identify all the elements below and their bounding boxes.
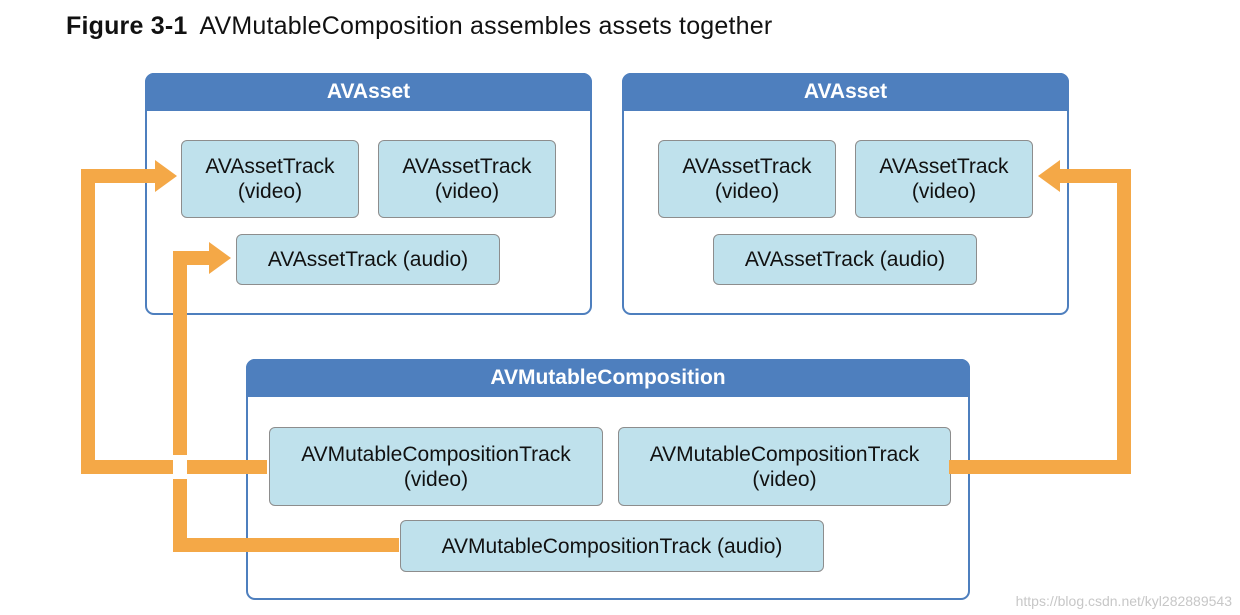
composition-video-track-1: AVMutableCompositionTrack (video) <box>269 427 603 506</box>
track-label-line1: AVAssetTrack (audio) <box>267 248 469 271</box>
arrow-head-video-left <box>155 160 177 192</box>
asset-group-left: AVAsset AVAssetTrack (video) AVAssetTrac… <box>145 73 592 315</box>
asset-group-right: AVAsset AVAssetTrack (video) AVAssetTrac… <box>622 73 1069 315</box>
asset-right-audio-track: AVAssetTrack (audio) <box>713 234 977 285</box>
arrow-video-right-line <box>949 169 1131 474</box>
arrow-head-audio <box>209 242 231 274</box>
composition-audio-track: AVMutableCompositionTrack (audio) <box>400 520 824 572</box>
asset-right-header: AVAsset <box>622 73 1069 111</box>
track-label-line1: AVMutableCompositionTrack <box>649 442 920 466</box>
track-label-line1: AVMutableCompositionTrack (audio) <box>441 534 783 558</box>
watermark: https://blog.csdn.net/kyl282889543 <box>1015 593 1232 609</box>
asset-right-video-track-1: AVAssetTrack (video) <box>658 140 836 218</box>
track-label-line1: AVAssetTrack <box>205 155 335 178</box>
arrow-head-video-right <box>1038 160 1060 192</box>
track-label-line2: (video) <box>403 467 469 491</box>
arrow-crossing-gap <box>173 455 187 479</box>
figure-number: Figure 3-1 <box>66 12 188 40</box>
track-label-line1: AVAssetTrack <box>879 155 1009 178</box>
figure-caption: Figure 3-1 AVMutableComposition assembles… <box>66 12 772 41</box>
track-label-line2: (video) <box>752 467 817 491</box>
figure-caption-text: AVMutableComposition assembles assets to… <box>199 12 773 40</box>
track-label-line1: AVAssetTrack <box>402 155 532 178</box>
composition-group: AVMutableComposition AVMutableCompositio… <box>246 359 970 600</box>
track-label-line1: AVAssetTrack (audio) <box>744 248 946 271</box>
asset-left-video-track-1: AVAssetTrack (video) <box>181 140 359 218</box>
composition-video-track-2: AVMutableCompositionTrack (video) <box>618 427 951 506</box>
composition-header: AVMutableComposition <box>246 359 970 397</box>
asset-left-audio-track: AVAssetTrack (audio) <box>236 234 500 285</box>
track-label-line2: (video) <box>714 180 780 203</box>
track-label-line1: AVMutableCompositionTrack <box>301 442 571 466</box>
track-label-line2: (video) <box>434 180 500 203</box>
track-label-line2: (video) <box>911 180 977 203</box>
track-label-line2: (video) <box>237 180 303 203</box>
asset-left-header: AVAsset <box>145 73 592 111</box>
arrow-audio-line <box>173 251 399 552</box>
asset-right-video-track-2: AVAssetTrack (video) <box>855 140 1033 218</box>
asset-left-video-track-2: AVAssetTrack (video) <box>378 140 556 218</box>
track-label-line1: AVAssetTrack <box>682 155 812 178</box>
